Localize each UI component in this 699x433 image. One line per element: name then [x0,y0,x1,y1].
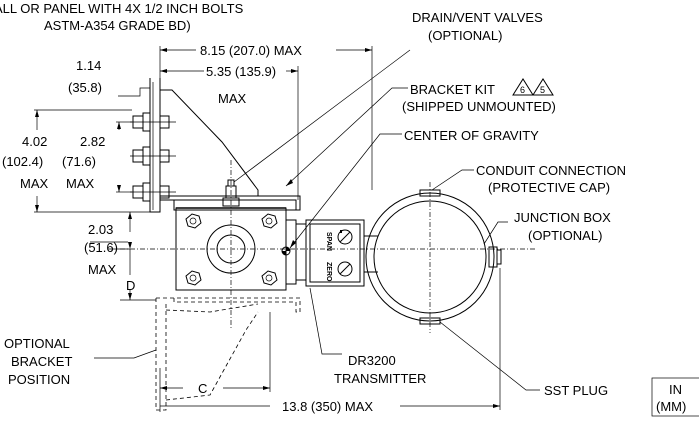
dim-2-03-mm: (51.6) [84,240,118,255]
dim-8-15: 8.15 (207.0) MAX [200,43,302,58]
units-legend-top: IN [669,382,682,397]
junction-box-label-line2: (OPTIONAL) [528,228,602,243]
dim-D: D [126,278,135,293]
dim-C: C [198,381,207,396]
transmitter-label-line2: TRANSMITTER [334,371,426,386]
drain-vent-label-line1: DRAIN/VENT VALVES [412,10,543,25]
note-triangle-6-icon: 6 [512,78,534,96]
drain-vent-label-line2: (OPTIONAL) [428,28,502,43]
note-triangle-5-icon: 5 [532,78,554,96]
units-legend: IN (MM) [651,377,699,417]
zero-label: ZERO [325,262,332,282]
mounting-note-line1: ALL OR PANEL WITH 4X 1/2 INCH BOLTS [0,1,244,16]
dim-4-02-max: MAX [20,176,49,191]
zero-screw-icon [337,261,353,277]
transmitter-label-line1: DR3200 [348,353,396,368]
transmitter-housing [285,219,378,287]
dim-2-82-in: 2.82 [80,134,105,149]
dim-4-02-mm: (102.4) [2,154,43,169]
note-triangle-5: 5 [540,85,545,95]
dim-1-14-mm: (35.8) [68,80,102,95]
dim-5-35: 5.35 (135.9) [206,64,276,79]
optional-bracket [155,297,301,411]
junction-box [365,189,502,325]
mounting-note-line2: ASTM-A354 GRADE BD) [44,18,191,33]
dim-4-02-in: 4.02 [22,134,47,149]
bracket-kit-label-line2: (SHIPPED UNMOUNTED) [402,99,556,114]
dim-1-14-in: 1.14 [76,58,101,73]
center-of-gravity-label: CENTER OF GRAVITY [404,128,539,143]
bracket-kit-label-line1: BRACKET KIT [410,82,495,97]
dim-2-03-max: MAX [88,262,117,277]
conduit-label-line1: CONDUIT CONNECTION [476,163,626,178]
sst-plug-label: SST PLUG [544,383,608,398]
units-legend-bottom: (MM) [656,399,686,414]
dim-5-35-max: MAX [218,91,247,106]
span-label: SPAN [325,232,332,251]
optional-bracket-label-line1: OPTIONAL [4,336,70,351]
note-triangle-6: 6 [520,85,525,95]
mounting-bracket [149,78,301,213]
optional-bracket-label-line3: POSITION [8,372,70,387]
optional-bracket-label-line2: BRACKET [11,354,72,369]
mounting-bolt-middle [130,146,176,166]
mounting-bolt-bottom [130,182,176,202]
span-screw-icon [337,229,353,245]
mounting-bolt-top [130,112,176,132]
junction-box-label-line1: JUNCTION BOX [514,210,611,225]
dim-2-03-in: 2.03 [88,222,113,237]
conduit-label-line2: (PROTECTIVE CAP) [488,180,610,195]
dim-13-8: 13.8 (350) MAX [282,399,373,414]
dim-2-82-max: MAX [66,176,95,191]
dim-2-82-mm: (71.6) [62,154,96,169]
